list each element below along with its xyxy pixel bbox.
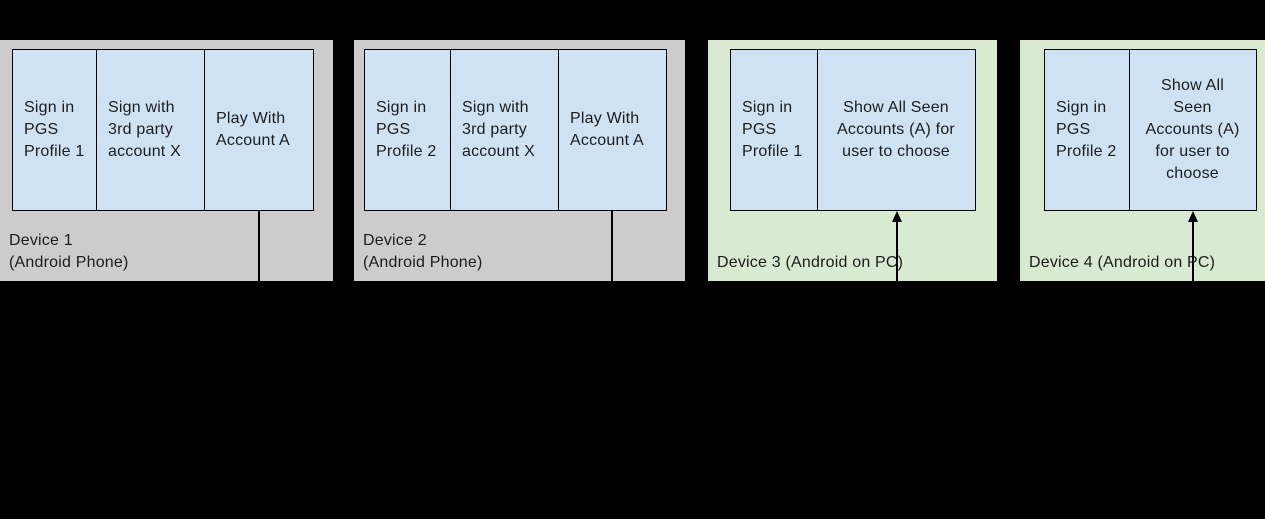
device-4-flow-box: Sign in PGS Profile 2 Show All Seen Acco…	[1044, 49, 1257, 211]
device-4-label: Device 4 (Android on PC)	[1029, 254, 1216, 271]
device-3-flow-box: Sign in PGS Profile 1 Show All Seen Acco…	[730, 49, 976, 211]
connector-line	[896, 218, 898, 281]
connector-line	[1192, 218, 1194, 281]
step-sign-with-3rd-party-account: Sign with 3rd party account X	[450, 50, 558, 210]
up-arrowhead-icon	[892, 211, 902, 222]
device-2-label: Device 2 (Android Phone)	[363, 232, 483, 271]
device-4-panel: Sign in PGS Profile 2 Show All Seen Acco…	[1020, 40, 1265, 281]
device-1-label: Device 1 (Android Phone)	[9, 232, 129, 271]
step-show-all-seen-accounts: Show All Seen Accounts (A) for user to c…	[1129, 50, 1255, 210]
step-show-all-seen-accounts: Show All Seen Accounts (A) for user to c…	[817, 50, 974, 210]
up-arrowhead-icon	[1188, 211, 1198, 222]
device-3-label: Device 3 (Android on PC)	[717, 254, 904, 271]
connector-line	[258, 211, 260, 281]
step-sign-in-pgs-profile-2: Sign in PGS Profile 2	[376, 99, 437, 160]
step-sign-in-pgs-profile-1: Sign in PGS Profile 1	[24, 99, 85, 160]
step-sign-in-pgs-profile-1: Sign in PGS Profile 1	[742, 99, 803, 160]
device-2-panel: Sign in PGS Profile 2 Sign with 3rd part…	[354, 40, 685, 281]
device-1-flow-box: Sign in PGS Profile 1 Sign with 3rd part…	[12, 49, 314, 211]
step-play-with-account-a: Play With Account A	[204, 50, 312, 210]
device-3-panel: Sign in PGS Profile 1 Show All Seen Acco…	[708, 40, 997, 281]
device-1-panel: Sign in PGS Profile 1 Sign with 3rd part…	[0, 40, 333, 281]
step-sign-in-pgs-profile-2: Sign in PGS Profile 2	[1056, 99, 1117, 160]
connector-line	[611, 211, 613, 281]
step-sign-with-3rd-party-account: Sign with 3rd party account X	[96, 50, 204, 210]
device-2-flow-box: Sign in PGS Profile 2 Sign with 3rd part…	[364, 49, 667, 211]
step-play-with-account-a: Play With Account A	[558, 50, 665, 210]
